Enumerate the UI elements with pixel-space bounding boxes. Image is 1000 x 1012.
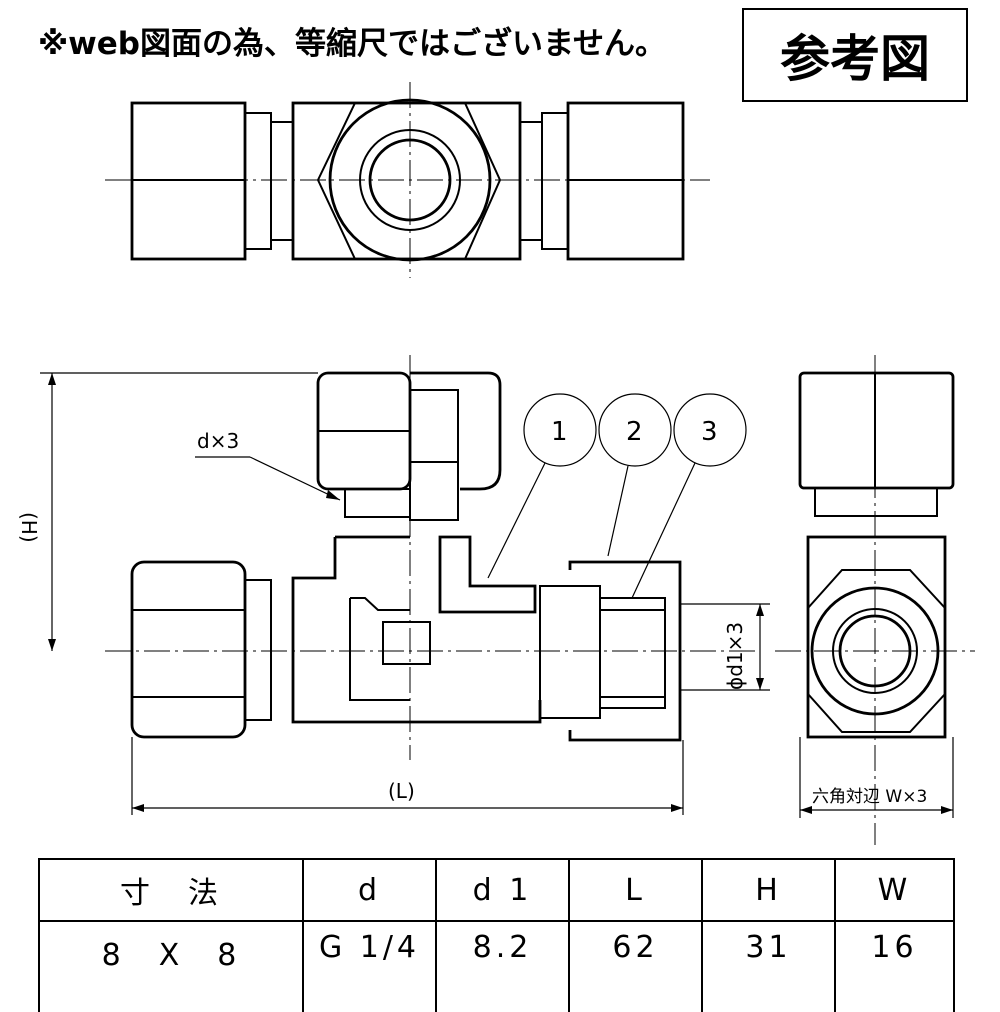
scale-notice: ※web図面の為、等縮尺ではございません。 — [38, 26, 667, 62]
diameter-dimension-label: ϕd1×3 — [723, 622, 747, 690]
cell-d: G 1/4 — [302, 920, 437, 1012]
header-d1: d 1 — [435, 858, 570, 922]
cell-l: 62 — [568, 920, 703, 1012]
cell-d1: 8.2 — [435, 920, 570, 1012]
dimension-spec-table: 寸 法 d d 1 L H W 8 X 8 G 1/4 8.2 62 31 16 — [38, 858, 955, 1012]
table-header-row: 寸 法 d d 1 L H W — [38, 858, 955, 922]
header-size: 寸 法 — [38, 858, 304, 922]
reference-drawing-label: 参考図 — [742, 8, 968, 102]
balloon-2-label: 2 — [626, 417, 643, 447]
balloon-1-label: 1 — [551, 417, 568, 447]
balloon-3-label: 3 — [701, 417, 718, 447]
thread-dimension-label: d×3 — [197, 429, 239, 453]
height-dimension-label: (H) — [17, 512, 41, 543]
cell-h: 31 — [701, 920, 836, 1012]
front-view — [40, 355, 770, 815]
table-row: 8 X 8 G 1/4 8.2 62 31 16 — [38, 920, 955, 1012]
header-l: L — [568, 858, 703, 922]
side-view — [775, 355, 975, 845]
technical-drawing: d×3 (H) (L) ϕd1×3 六角対辺 W×3 1 2 3 — [17, 82, 975, 845]
length-dimension-label: (L) — [388, 779, 415, 803]
header-h: H — [701, 858, 836, 922]
cell-w: 16 — [834, 920, 955, 1012]
hex-dimension-label: 六角対辺 W×3 — [812, 787, 927, 807]
top-view — [105, 82, 710, 278]
header-w: W — [834, 858, 955, 922]
cell-size: 8 X 8 — [38, 920, 304, 1012]
header-d: d — [302, 858, 437, 922]
